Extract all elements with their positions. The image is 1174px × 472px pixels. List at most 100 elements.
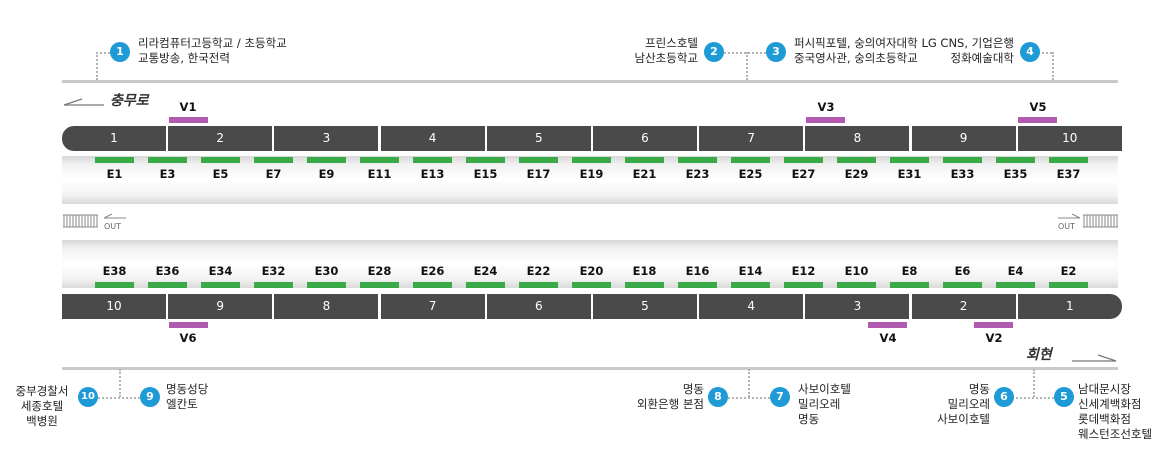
top-gate-label[interactable]: E35 — [1003, 167, 1028, 181]
bottom-gate-label[interactable]: E18 — [632, 264, 657, 278]
top-train-car[interactable]: 1 — [62, 126, 166, 151]
top-train-car[interactable]: 7 — [699, 126, 804, 151]
top-gate-label[interactable]: E33 — [950, 167, 975, 181]
top-gate-label[interactable]: E11 — [367, 167, 392, 181]
bottom-gate-label[interactable]: E26 — [420, 264, 445, 278]
bottom-gate-label[interactable]: E6 — [954, 264, 971, 278]
bottom-gate-marker — [784, 282, 823, 288]
bottom-gate-marker — [943, 282, 982, 288]
exit-4-connector-h — [1038, 52, 1052, 54]
top-train-car[interactable]: 5 — [486, 126, 591, 151]
top-gate-marker — [837, 157, 876, 163]
bottom-gate-label[interactable]: E22 — [526, 264, 551, 278]
bottom-train-car[interactable]: 4 — [699, 294, 804, 319]
top-gate-label[interactable]: E1 — [106, 167, 123, 181]
exit-1-badge[interactable]: 1 — [110, 42, 130, 62]
top-gate-label[interactable]: E29 — [844, 167, 869, 181]
bottom-gate-marker — [148, 282, 187, 288]
bottom-gate-label[interactable]: E2 — [1060, 264, 1077, 278]
top-train-car[interactable]: 10 — [1017, 126, 1122, 151]
top-gate-marker — [519, 157, 558, 163]
exit-1-connector — [96, 52, 98, 80]
top-gate-marker — [572, 157, 611, 163]
exit-3-badge[interactable]: 3 — [766, 42, 786, 62]
bottom-gate-marker — [996, 282, 1035, 288]
top-train-car[interactable]: 6 — [593, 126, 697, 151]
bottom-train-car[interactable]: 9 — [168, 294, 273, 319]
bottom-train-car[interactable]: 1 — [1017, 294, 1122, 319]
v4-label: V4 — [879, 331, 897, 345]
top-gate-marker — [784, 157, 823, 163]
bottom-gate-label[interactable]: E24 — [473, 264, 498, 278]
exit-7-badge[interactable]: 7 — [770, 387, 790, 407]
top-gate-label[interactable]: E15 — [473, 167, 498, 181]
top-gate-label[interactable]: E31 — [897, 167, 922, 181]
top-gate-marker — [1049, 157, 1088, 163]
bottom-gate-label[interactable]: E4 — [1007, 264, 1024, 278]
bottom-gate-marker — [466, 282, 505, 288]
exit-2-badge[interactable]: 2 — [704, 42, 724, 62]
v4-marker — [868, 322, 907, 328]
bottom-gate-label[interactable]: E38 — [102, 264, 127, 278]
bottom-gate-label[interactable]: E16 — [685, 264, 710, 278]
top-gate-label[interactable]: E19 — [579, 167, 604, 181]
bottom-gate-label[interactable]: E14 — [738, 264, 763, 278]
bottom-train-car[interactable]: 6 — [486, 294, 591, 319]
bottom-train-car[interactable]: 10 — [62, 294, 166, 319]
bottom-gate-marker — [1049, 282, 1088, 288]
bottom-gate-label[interactable]: E32 — [261, 264, 286, 278]
top-gate-label[interactable]: E25 — [738, 167, 763, 181]
exit-5-6-connector — [1033, 369, 1035, 397]
top-gate-label[interactable]: E3 — [159, 167, 176, 181]
platform-area-lower — [62, 240, 1118, 288]
top-gate-marker — [201, 157, 240, 163]
exit-5-badge[interactable]: 5 — [1054, 387, 1074, 407]
top-gate-marker — [466, 157, 505, 163]
top-gate-label[interactable]: E7 — [265, 167, 282, 181]
exit-7-8-connector — [748, 369, 750, 397]
top-boundary-line — [62, 80, 1118, 83]
direction-arrow-right-icon — [1070, 348, 1118, 367]
top-train-car[interactable]: 9 — [911, 126, 1016, 151]
bottom-gate-label[interactable]: E20 — [579, 264, 604, 278]
top-gate-marker — [890, 157, 929, 163]
top-gate-label[interactable]: E17 — [526, 167, 551, 181]
top-gate-label[interactable]: E13 — [420, 167, 445, 181]
top-train-car[interactable]: 4 — [380, 126, 485, 151]
top-train-car[interactable]: 2 — [168, 126, 273, 151]
bottom-gate-marker — [837, 282, 876, 288]
bottom-train-car[interactable]: 3 — [805, 294, 910, 319]
bottom-gate-label[interactable]: E28 — [367, 264, 392, 278]
bottom-gate-label[interactable]: E8 — [901, 264, 918, 278]
top-gate-label[interactable]: E5 — [212, 167, 229, 181]
exit-8-badge[interactable]: 8 — [708, 387, 728, 407]
bottom-gate-label[interactable]: E10 — [844, 264, 869, 278]
top-gate-label[interactable]: E27 — [791, 167, 816, 181]
bottom-train-car[interactable]: 2 — [911, 294, 1016, 319]
top-gate-marker — [731, 157, 770, 163]
exit-4-badge[interactable]: 4 — [1020, 42, 1040, 62]
bottom-gate-label[interactable]: E30 — [314, 264, 339, 278]
exit-9-10-connector-h — [98, 397, 140, 399]
bottom-train-car[interactable]: 8 — [274, 294, 379, 319]
bottom-gate-label[interactable]: E12 — [791, 264, 816, 278]
top-gate-label[interactable]: E21 — [632, 167, 657, 181]
exit-10-badge[interactable]: 10 — [78, 387, 98, 407]
bottom-gate-label[interactable]: E34 — [208, 264, 233, 278]
exit-9-badge[interactable]: 9 — [140, 387, 160, 407]
top-gate-marker — [678, 157, 717, 163]
exit-6-badge[interactable]: 6 — [994, 387, 1014, 407]
bottom-train-car[interactable]: 7 — [380, 294, 485, 319]
top-train-car[interactable]: 3 — [274, 126, 379, 151]
top-train-car[interactable]: 8 — [805, 126, 910, 151]
bottom-gate-label[interactable]: E36 — [155, 264, 180, 278]
street-top-label: 충무로 — [110, 93, 149, 109]
top-gate-label[interactable]: E9 — [318, 167, 335, 181]
v2-label: V2 — [985, 331, 1003, 345]
top-gate-marker — [360, 157, 399, 163]
bottom-train-car[interactable]: 5 — [593, 294, 697, 319]
top-gate-label[interactable]: E37 — [1056, 167, 1081, 181]
v3-label: V3 — [817, 100, 835, 114]
top-gate-label[interactable]: E23 — [685, 167, 710, 181]
